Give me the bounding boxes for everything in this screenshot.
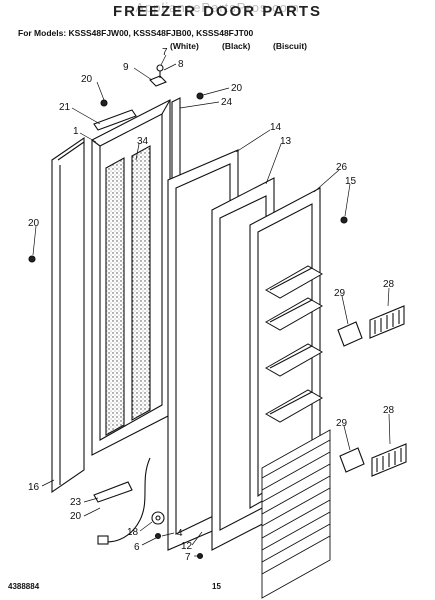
callout-18: 18 xyxy=(127,527,139,538)
color-black: (Black) xyxy=(222,41,251,51)
screw-right-side xyxy=(340,216,348,224)
callout-26: 26 xyxy=(336,162,348,173)
callout-13: 13 xyxy=(280,136,292,147)
insulation-strips xyxy=(105,145,151,436)
color-white: (White) xyxy=(170,41,199,51)
callout-16: 16 xyxy=(28,482,40,493)
leader-lines xyxy=(32,54,391,557)
outer-door-panel xyxy=(51,136,85,494)
page-number: 15 xyxy=(212,582,221,591)
callout-20-top-left: 20 xyxy=(81,74,93,85)
watermark-text: AppliancePartsPros.com xyxy=(135,0,300,15)
callout-7-bottom: 7 xyxy=(185,552,191,563)
shelf-retainer-bar-lower xyxy=(371,443,407,477)
callout-20-left: 20 xyxy=(28,218,40,229)
shelf-end-bracket-lower xyxy=(339,447,365,473)
door-shelves xyxy=(264,265,324,423)
callout-21: 21 xyxy=(59,102,71,113)
callouts: 7 8 9 20 20 24 21 1 34 14 13 26 15 20 28… xyxy=(28,47,395,563)
shelf-end-bracket-upper xyxy=(337,321,363,347)
callout-9: 9 xyxy=(123,62,129,73)
document-number: 4388884 xyxy=(8,582,40,591)
callout-34: 34 xyxy=(137,136,149,147)
callout-20-top-right: 20 xyxy=(231,83,243,94)
louver-panel xyxy=(261,429,331,599)
callout-29-lower: 29 xyxy=(336,418,348,429)
callout-28-lower: 28 xyxy=(383,405,395,416)
callout-28-upper: 28 xyxy=(383,279,395,290)
callout-1: 1 xyxy=(73,126,79,137)
models-line: For Models: KSSS48FJW00, KSSS48FJB00, KS… xyxy=(18,28,254,38)
callout-7-top: 7 xyxy=(162,47,168,58)
callout-8: 8 xyxy=(178,59,184,70)
screw-top-right xyxy=(196,92,204,100)
screw-left-side xyxy=(28,255,36,263)
top-hinge-assembly xyxy=(93,64,167,131)
callout-23: 23 xyxy=(70,497,82,508)
color-biscuit: (Biscuit) xyxy=(273,41,307,51)
callout-15: 15 xyxy=(345,176,357,187)
callout-29-upper: 29 xyxy=(334,288,346,299)
bottom-hinge-assembly xyxy=(93,457,204,560)
door-liner-frame xyxy=(91,99,171,456)
callout-14: 14 xyxy=(270,122,282,133)
shelf-retainer-bar-upper xyxy=(369,305,405,339)
callout-12: 12 xyxy=(181,541,193,552)
callout-24: 24 xyxy=(221,97,233,108)
callout-4: 4 xyxy=(177,528,183,539)
screw-top-left xyxy=(100,99,108,107)
page-title: FREEZER DOOR PARTS xyxy=(112,3,323,20)
callout-6: 6 xyxy=(134,542,140,553)
callout-20-bottom: 20 xyxy=(70,511,82,522)
